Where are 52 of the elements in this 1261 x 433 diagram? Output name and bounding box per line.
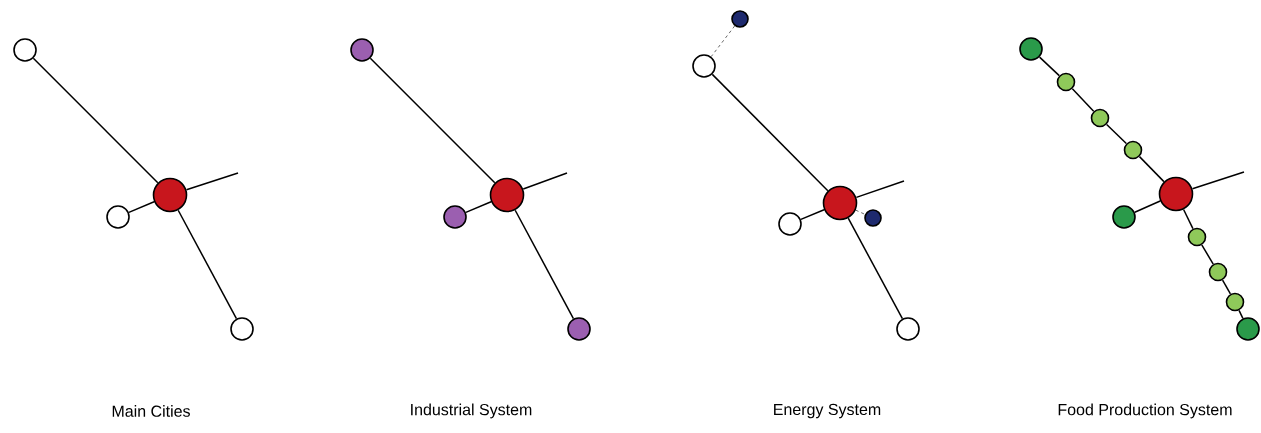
connector-line xyxy=(369,57,496,184)
hub-circle xyxy=(822,185,858,221)
caption-text: Industrial System xyxy=(411,403,532,419)
connector-line xyxy=(1038,56,1060,77)
connector-line xyxy=(1182,208,1194,230)
city-circle xyxy=(692,54,716,78)
connector-line xyxy=(800,208,825,221)
city-circle xyxy=(731,10,749,28)
connector-line xyxy=(1105,123,1128,145)
connector-line xyxy=(1221,279,1232,295)
hub-circle xyxy=(489,177,525,213)
city-circle xyxy=(1187,227,1207,247)
connector-line xyxy=(177,209,238,320)
caption-text: Main Cities xyxy=(112,405,190,417)
city-circle xyxy=(778,212,802,236)
city-circle xyxy=(896,317,920,341)
city-circle xyxy=(1056,72,1076,92)
connector-line xyxy=(855,180,905,199)
connector-line xyxy=(514,209,575,320)
dashed-line xyxy=(855,209,866,215)
connector-line xyxy=(1201,244,1214,265)
connector-line xyxy=(711,73,829,192)
city-circle xyxy=(1112,205,1136,229)
connector-line xyxy=(1191,171,1245,190)
connector-line xyxy=(1238,309,1244,320)
connector-line xyxy=(1138,155,1165,183)
connector-line xyxy=(522,172,568,190)
city-circle xyxy=(106,205,130,229)
caption-text: Energy System xyxy=(774,403,881,419)
connector-line xyxy=(185,172,239,191)
city-circle xyxy=(1236,317,1260,341)
city-circle xyxy=(443,205,467,229)
city-circle xyxy=(230,317,254,341)
city-circle xyxy=(1019,37,1043,61)
dashed-line xyxy=(710,25,735,57)
connector-line xyxy=(1134,200,1161,213)
city-circle xyxy=(1225,292,1245,312)
city-circle xyxy=(1090,108,1110,128)
connector-line xyxy=(32,57,159,184)
connector-line xyxy=(465,201,492,214)
city-circle xyxy=(350,38,374,62)
connector-line xyxy=(128,201,155,214)
hub-circle xyxy=(1158,176,1194,212)
hub-circle xyxy=(152,177,188,213)
city-circle xyxy=(864,209,882,227)
city-circle xyxy=(1123,140,1143,160)
connector-line xyxy=(847,217,904,320)
connector-line xyxy=(1071,88,1095,112)
city-circle xyxy=(1208,262,1228,282)
city-circle xyxy=(13,38,37,62)
caption-text: Food Production System xyxy=(1058,403,1232,419)
city-circle xyxy=(567,317,591,341)
